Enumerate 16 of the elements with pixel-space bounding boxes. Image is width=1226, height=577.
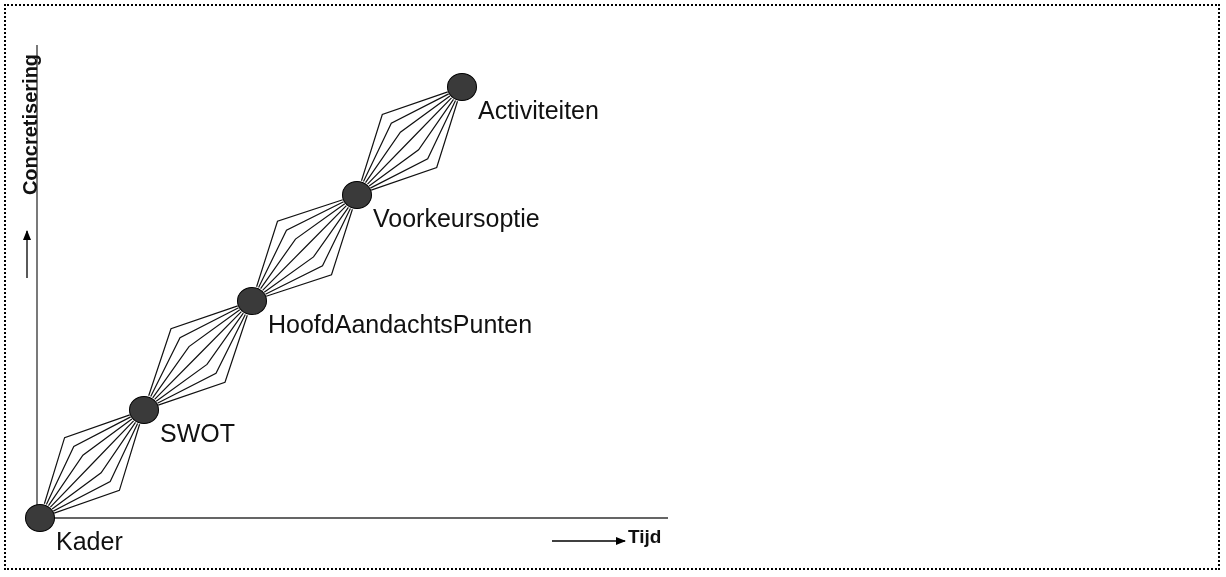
line-fan	[148, 305, 248, 406]
milestone-label: Voorkeursoptie	[373, 204, 540, 233]
milestone-label: Activiteiten	[478, 96, 599, 125]
axis-label: Concretisering	[18, 52, 42, 198]
milestone-dot	[447, 73, 477, 101]
axis-label: Tijd	[628, 526, 662, 548]
line-fan	[256, 199, 353, 297]
milestone-label: Kader	[56, 527, 123, 556]
milestone-dot	[342, 181, 372, 209]
milestone-dot	[25, 504, 55, 532]
line-fan	[360, 91, 459, 191]
milestone-label: HoofdAandachtsPunten	[268, 310, 533, 339]
milestone-label: SWOT	[160, 419, 235, 448]
line-fan	[43, 414, 141, 514]
milestone-dot	[129, 396, 159, 424]
milestone-dot	[237, 287, 267, 315]
